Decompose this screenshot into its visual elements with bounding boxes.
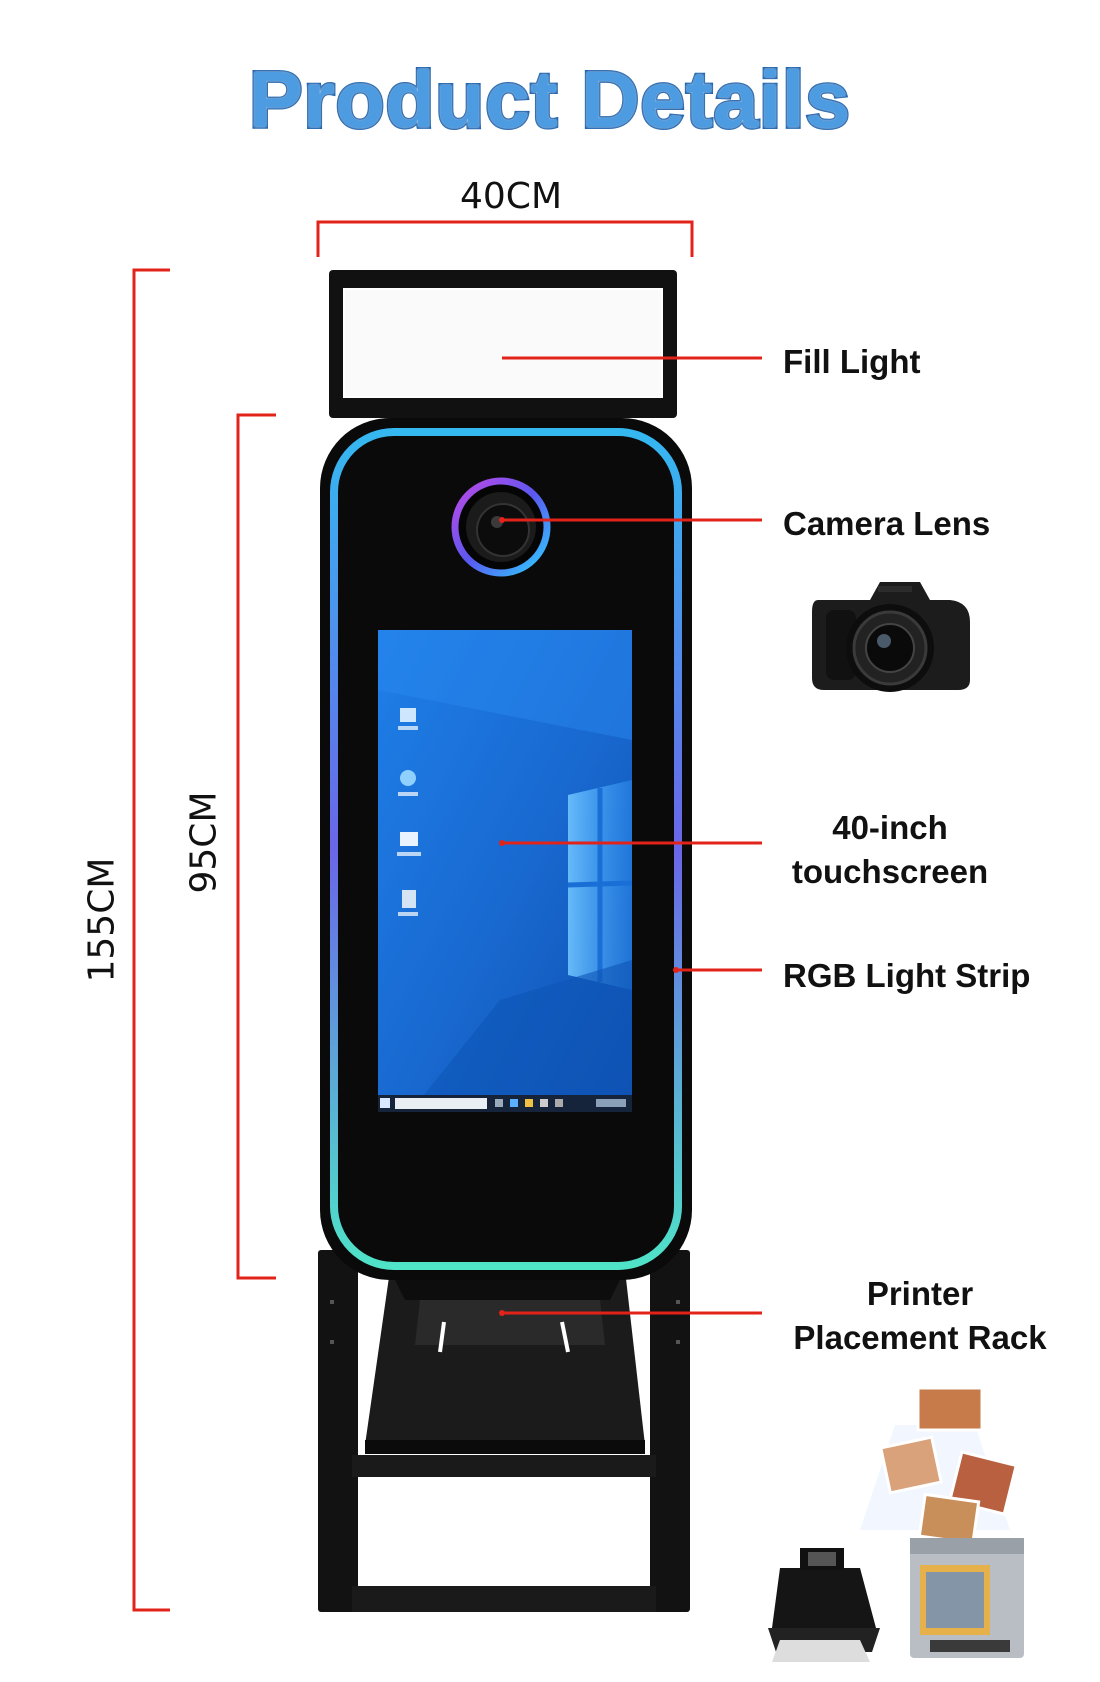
- total-height-dimension-line: [132, 268, 170, 1612]
- touchscreen-display: [378, 630, 633, 1112]
- printer-rack-label-line1: Printer: [866, 1275, 974, 1312]
- body-height-dimension-label: 95CM: [183, 791, 225, 894]
- touchscreen-label-line1: 40-inch: [832, 809, 948, 846]
- touchscreen-label-line2: touchscreen: [791, 853, 989, 890]
- printer-rack-label-line2: Placement Rack: [793, 1319, 1047, 1356]
- touchscreen-label: 40-inch touchscreen: [770, 806, 1010, 894]
- page-title: Product Details: [247, 53, 852, 146]
- dslr-camera-image: [812, 582, 970, 692]
- booth-stand: [318, 1250, 690, 1612]
- body-height-dimension-line: [236, 413, 276, 1280]
- fill-light-frame: [329, 270, 677, 418]
- total-height-dimension-label: 155CM: [81, 857, 123, 983]
- printer-placement-rack: [365, 1270, 645, 1454]
- callout-lines: [502, 356, 762, 1315]
- printer-and-photos-image: [768, 1386, 1024, 1662]
- fill-light-label: Fill Light: [783, 343, 921, 380]
- width-dimension-line: [316, 220, 694, 257]
- callout-dots: [499, 517, 679, 1316]
- rgb-light-strip-label: RGB Light Strip: [783, 957, 1031, 994]
- printer-rack-label: Printer Placement Rack: [770, 1272, 1070, 1360]
- camera-lens: [451, 477, 551, 577]
- width-dimension-label: 40CM: [460, 176, 563, 217]
- camera-lens-label: Camera Lens: [783, 505, 991, 542]
